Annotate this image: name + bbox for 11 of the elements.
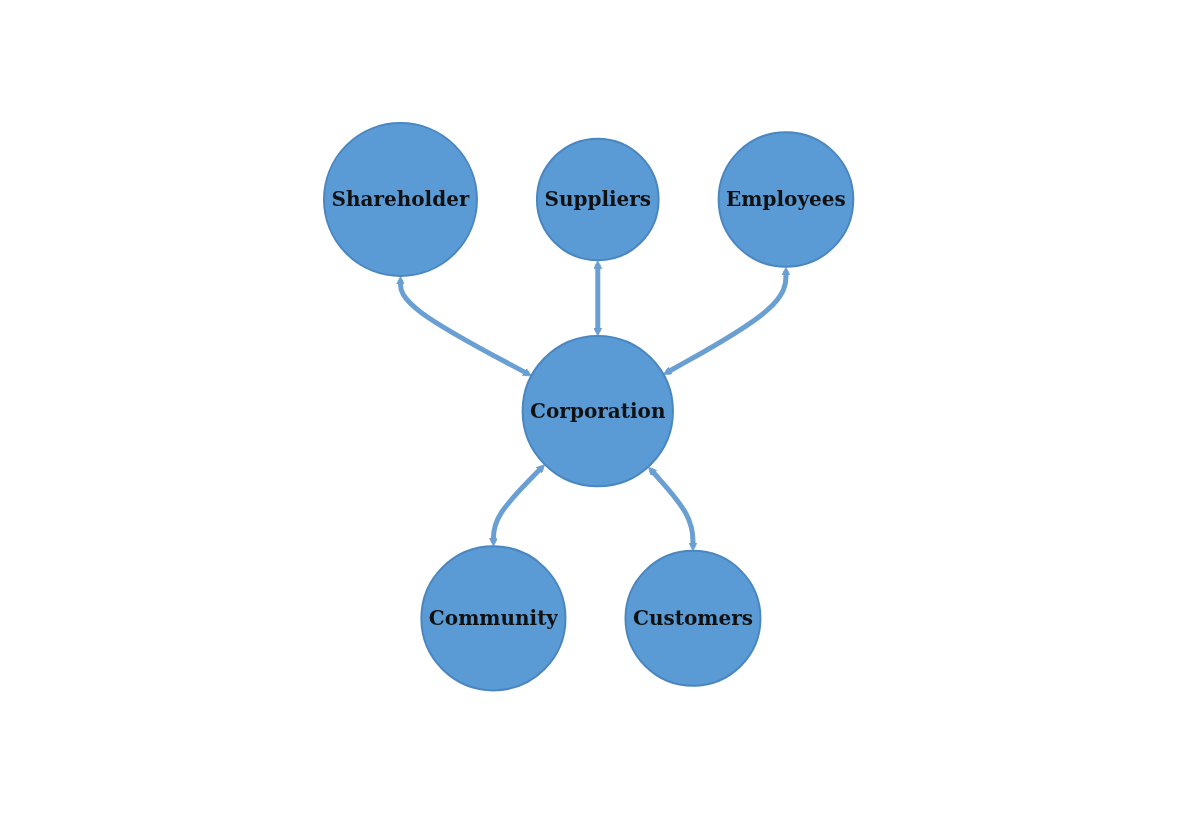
node-circle: Customers xyxy=(624,550,762,688)
node-circle: Employees xyxy=(717,131,855,269)
arrow xyxy=(662,267,791,376)
arrow xyxy=(647,467,698,552)
arrow xyxy=(488,464,545,547)
node-circle: Community xyxy=(420,545,567,692)
arrow xyxy=(593,260,603,337)
node-circle: Corporation xyxy=(521,335,674,488)
arrow xyxy=(395,276,532,377)
node-circle: Shareholder xyxy=(322,122,478,278)
node-circle: Suppliers xyxy=(535,137,660,262)
